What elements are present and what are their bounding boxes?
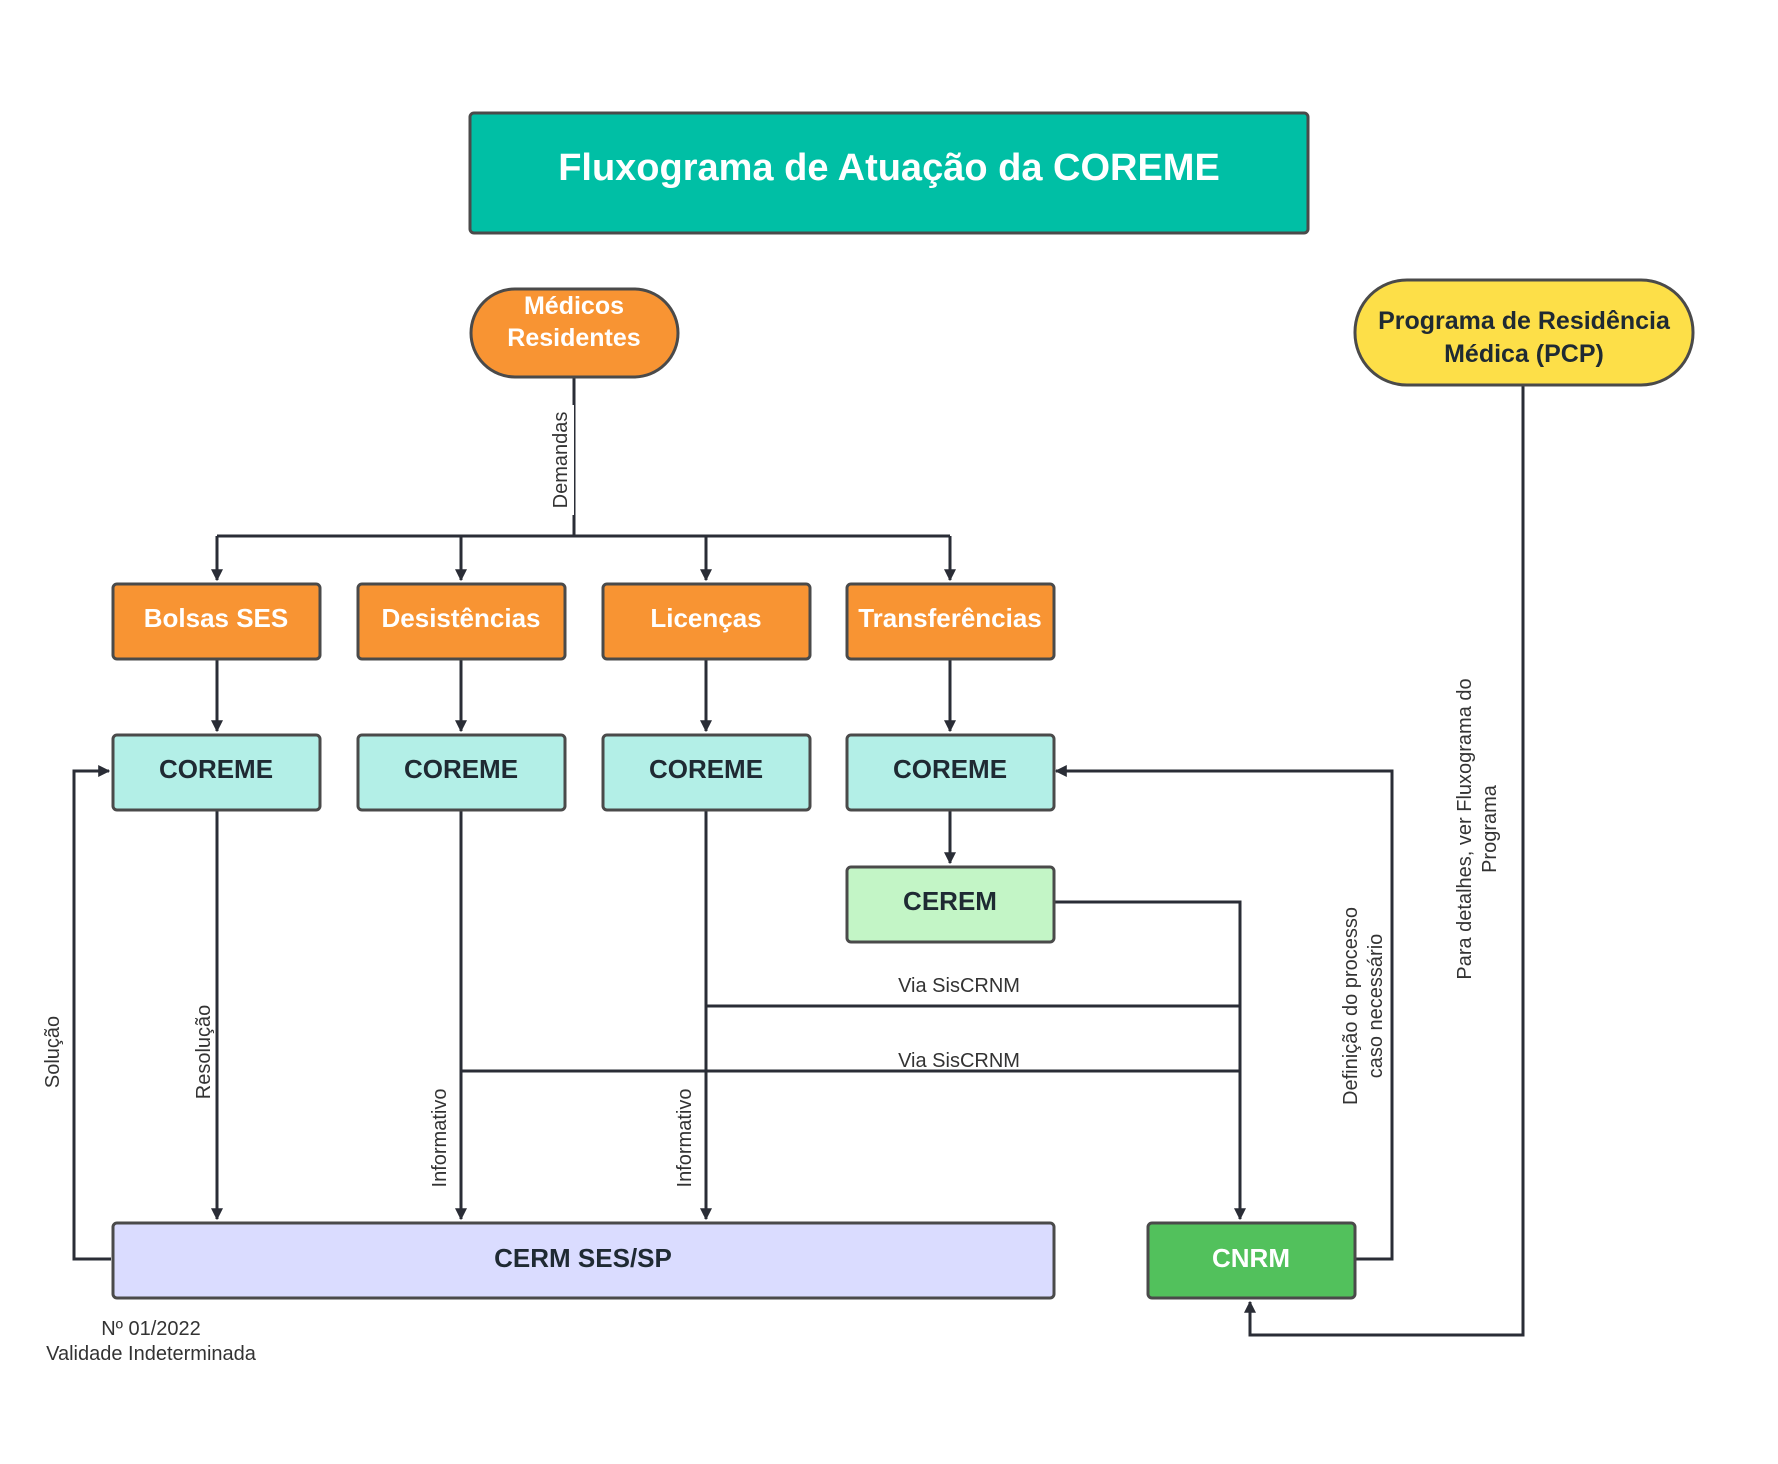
node-coreme-4: COREME [845, 733, 1056, 812]
transferencias-label: Transferências [858, 603, 1042, 633]
footer-note: Nº 01/2022 Validade Indeterminada [46, 1318, 257, 1365]
node-desistencias: Desistências [356, 582, 567, 661]
node-cerem: CEREM [845, 865, 1056, 944]
node-coreme-1: COREME [111, 733, 322, 812]
cnrm-label: CNRM [1212, 1243, 1290, 1273]
label-informativo-1: Informativo [429, 1089, 451, 1188]
node-medicos-residentes: Médicos Residentes [469, 287, 680, 379]
medicos-line2: Residentes [507, 324, 640, 352]
node-coreme-3: COREME [601, 733, 812, 812]
edge-cerm-coreme1 [72, 765, 111, 1261]
bolsas-label: Bolsas SES [144, 603, 289, 633]
node-transferencias: Transferências [845, 582, 1056, 661]
node-bolsas-ses: Bolsas SES [111, 582, 322, 661]
footer-validity: Validade Indeterminada [46, 1343, 257, 1365]
label-detalhes-line2: Programa [1479, 784, 1501, 873]
node-coreme-2: COREME [356, 733, 567, 812]
footer-number: Nº 01/2022 [101, 1318, 201, 1340]
coreme-3-label: COREME [649, 754, 763, 784]
coreme-2-label: COREME [404, 754, 518, 784]
edge-labels: Demandas Solução Resolução Informativo I… [42, 405, 1501, 1187]
node-programa-residencia: Programa de Residência Médica (PCP) [1353, 278, 1695, 387]
desistencias-label: Desistências [382, 603, 541, 633]
licencas-label: Licenças [650, 603, 761, 633]
edge-cnrm-coreme4 [1054, 765, 1394, 1261]
cerm-label: CERM SES/SP [494, 1243, 672, 1273]
label-solucao: Solução [42, 1016, 64, 1088]
diagram-title: Fluxograma de Atuação da COREME [558, 147, 1220, 189]
label-informativo-2: Informativo [674, 1089, 696, 1188]
pcp-line1: Programa de Residência [1378, 307, 1671, 335]
pcp-line2: Médica (PCP) [1444, 340, 1604, 368]
coreme-4-label: COREME [893, 754, 1007, 784]
connectors [72, 378, 1525, 1337]
edge-pcp-cnrm [1244, 385, 1525, 1337]
node-licencas: Licenças [601, 582, 812, 661]
coreme-1-label: COREME [159, 754, 273, 784]
label-detalhes-line1: Para detalhes, ver Fluxograma do [1454, 678, 1476, 979]
title-banner: Fluxograma de Atuação da COREME [468, 111, 1310, 235]
edge-cerem-cnrm [1053, 900, 1246, 1221]
label-via-siscrnm-2: Via SisCRNM [898, 1050, 1020, 1072]
medicos-line1: Médicos [524, 292, 624, 320]
label-via-siscrnm-1: Via SisCRNM [898, 975, 1020, 997]
label-definicao-line2: caso necessário [1365, 934, 1387, 1079]
label-resolucao: Resolução [193, 1005, 215, 1100]
label-demandas: Demandas [550, 412, 572, 509]
cerem-label: CEREM [903, 886, 997, 916]
label-definicao-line1: Definição do processo [1340, 907, 1362, 1105]
node-cnrm: CNRM [1146, 1221, 1357, 1300]
node-cerm-ses-sp: CERM SES/SP [111, 1221, 1056, 1300]
